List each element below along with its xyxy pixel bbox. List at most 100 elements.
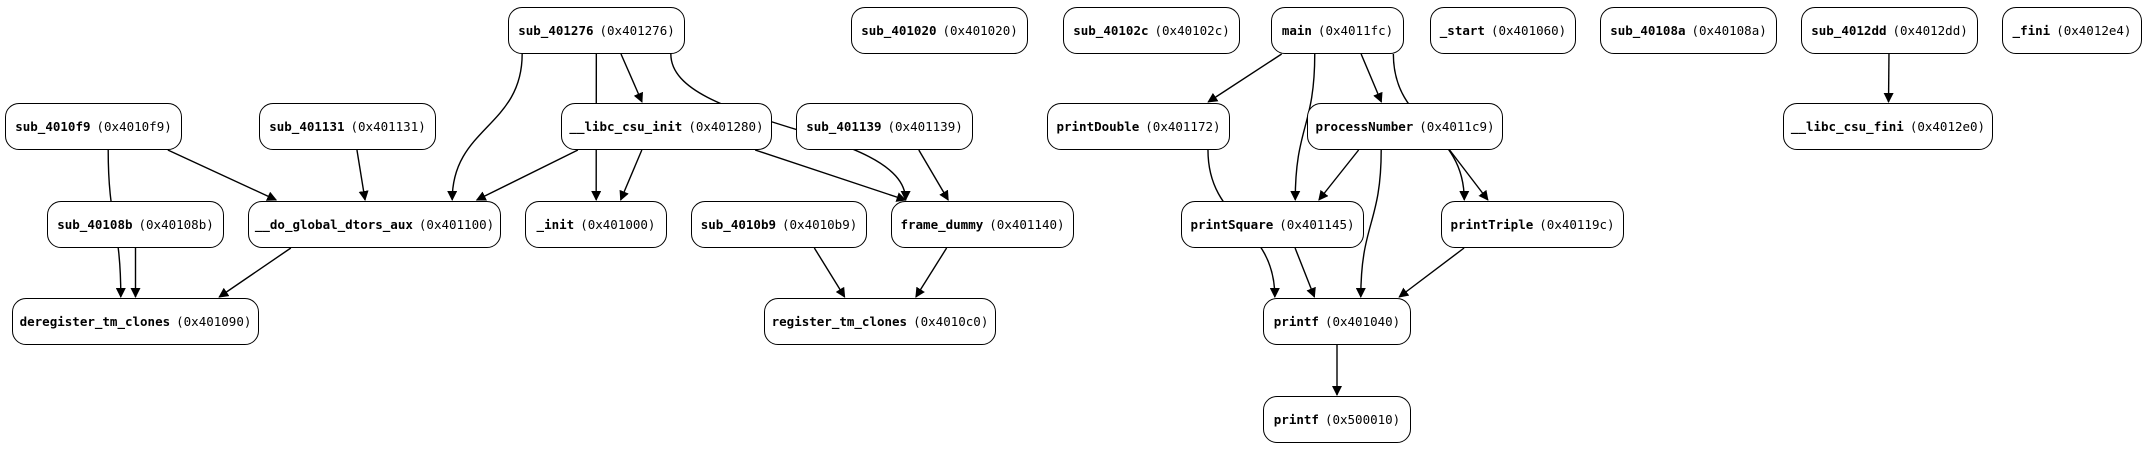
- edge-n_pnumber-to-n_psquare: [1318, 149, 1360, 201]
- node-sub-4012dd[interactable]: sub_4012dd (0x4012dd): [1801, 7, 1978, 54]
- node-printf-401040[interactable]: printf (0x401040): [1263, 298, 1411, 345]
- node-address: (0x401172): [1145, 119, 1221, 134]
- edge-n_pnumber-to-n_printf1: [1355, 149, 1382, 298]
- edge-n_main-to-n_pnumber: [1360, 53, 1383, 103]
- edge-n_psquare-to-n_printf1: [1294, 247, 1316, 298]
- node-name: frame_dummy: [900, 217, 984, 232]
- node-address: (0x40108b): [138, 217, 214, 232]
- node-sub-401131[interactable]: sub_401131 (0x401131): [259, 103, 436, 150]
- node-do-global-dtors-aux[interactable]: __do_global_dtors_aux (0x401100): [248, 201, 501, 248]
- node-sub-4010b9[interactable]: sub_4010b9 (0x4010b9): [691, 201, 867, 248]
- node-address: (0x500010): [1324, 412, 1401, 427]
- node-sub-401020[interactable]: sub_401020 (0x401020): [851, 7, 1028, 54]
- node-address: (0x4010b9): [782, 217, 858, 232]
- node-name: sub_401139: [806, 119, 882, 134]
- node-name: sub_4010f9: [15, 119, 91, 134]
- edge-n_fdummy-to-n_reg: [915, 247, 948, 298]
- node-name: sub_4012dd: [1811, 23, 1887, 38]
- node-address: (0x4010f9): [96, 119, 172, 134]
- node-sub-40108a[interactable]: sub_40108a (0x40108a): [1600, 7, 1777, 54]
- node-name: sub_401131: [269, 119, 345, 134]
- node-address: (0x401276): [599, 23, 675, 38]
- edge-n_pnumber-to-n_ptriple: [1449, 149, 1489, 201]
- node-address: (0x401131): [350, 119, 426, 134]
- node-address: (0x40108a): [1691, 23, 1767, 38]
- node-libc-csu-fini[interactable]: __libc_csu_fini (0x4012e0): [1783, 103, 1993, 150]
- edge-n_4010b9-to-n_reg: [813, 247, 846, 298]
- node-print-triple[interactable]: printTriple (0x40119c): [1441, 201, 1624, 248]
- node-address: (0x401140): [989, 217, 1065, 232]
- node-libc-csu-init[interactable]: __libc_csu_init (0x401280): [561, 103, 772, 150]
- node-start[interactable]: _start (0x401060): [1430, 7, 1576, 54]
- edge-n_401276-to-n_dtors: [447, 53, 523, 201]
- node-address: (0x401090): [176, 314, 252, 329]
- node-frame-dummy[interactable]: frame_dummy (0x401140): [891, 201, 1074, 248]
- edge-n_csuinit-to-n_fdummy: [754, 149, 907, 202]
- edge-n_main-to-n_psquare: [1290, 53, 1316, 201]
- node-address: (0x401100): [418, 217, 495, 232]
- node-main[interactable]: main (0x4011fc): [1271, 7, 1404, 54]
- edge-n_dtors-to-n_dereg: [218, 247, 292, 298]
- node-address: (0x40119c): [1539, 217, 1615, 232]
- node-name: printDouble: [1056, 119, 1140, 134]
- node-address: (0x4011c9): [1419, 119, 1495, 134]
- node-register-tm-clones[interactable]: register_tm_clones (0x4010c0): [764, 298, 996, 345]
- node-name: main: [1281, 23, 1312, 38]
- node-address: (0x401040): [1324, 314, 1401, 329]
- node-name: _init: [536, 217, 575, 232]
- node-name: __do_global_dtors_aux: [254, 217, 413, 232]
- node-name: register_tm_clones: [771, 314, 908, 329]
- node-address: (0x401145): [1279, 217, 1355, 232]
- node-name: sub_4010b9: [700, 217, 776, 232]
- node-print-double[interactable]: printDouble (0x401172): [1047, 103, 1230, 150]
- node-address: (0x401060): [1490, 23, 1567, 38]
- edge-n_csuinit-to-n_init: [619, 149, 643, 201]
- node-address: (0x4012e0): [1909, 119, 1986, 134]
- node-name: _fini: [2012, 23, 2051, 38]
- node-name: printf: [1273, 412, 1319, 427]
- node-init[interactable]: _init (0x401000): [525, 201, 667, 248]
- node-name: printf: [1273, 314, 1319, 329]
- edge-n_csuinit-to-n_dtors: [475, 149, 579, 201]
- node-name: sub_40108a: [1610, 23, 1686, 38]
- node-address: (0x4010c0): [913, 314, 989, 329]
- node-name: __libc_csu_fini: [1790, 119, 1904, 134]
- node-address: (0x40102c): [1154, 23, 1230, 38]
- node-name: _start: [1439, 23, 1485, 38]
- edge-n_main-to-n_pdouble: [1207, 53, 1283, 103]
- node-address: (0x401020): [942, 23, 1018, 38]
- node-deregister-tm-clones[interactable]: deregister_tm_clones (0x401090): [12, 298, 259, 345]
- node-process-number[interactable]: processNumber (0x4011c9): [1307, 103, 1503, 150]
- edge-n_401131-to-n_dtors: [356, 149, 369, 201]
- node-address: (0x401000): [580, 217, 656, 232]
- node-printf-500010[interactable]: printf (0x500010): [1263, 396, 1411, 443]
- node-name: sub_40108b: [57, 217, 133, 232]
- node-sub-401276[interactable]: sub_401276 (0x401276): [508, 7, 685, 54]
- node-fini[interactable]: _fini (0x4012e4): [2002, 7, 2142, 54]
- node-print-square[interactable]: printSquare (0x401145): [1181, 201, 1364, 248]
- edge-n_401276-to-n_fdummy: [670, 53, 911, 201]
- node-sub-4010f9[interactable]: sub_4010f9 (0x4010f9): [5, 103, 182, 150]
- edge-n_401276-to-n_csuinit: [620, 53, 643, 103]
- edge-n_ptriple-to-n_printf1: [1398, 247, 1465, 298]
- node-sub-401139[interactable]: sub_401139 (0x401139): [796, 103, 973, 150]
- node-name: printTriple: [1450, 217, 1534, 232]
- edge-n_4010f9-to-n_dtors: [167, 149, 278, 201]
- node-name: printSquare: [1190, 217, 1274, 232]
- node-sub-40102c[interactable]: sub_40102c (0x40102c): [1063, 7, 1240, 54]
- node-name: sub_40102c: [1073, 23, 1149, 38]
- edge-n_401139-to-n_fdummy: [918, 149, 949, 201]
- node-address: (0x4012e4): [2056, 23, 2132, 38]
- node-name: sub_401276: [518, 23, 594, 38]
- node-name: __libc_csu_init: [569, 119, 683, 134]
- node-address: (0x401280): [688, 119, 764, 134]
- node-name: deregister_tm_clones: [19, 314, 171, 329]
- node-address: (0x4011fc): [1317, 23, 1394, 38]
- node-name: sub_401020: [861, 23, 937, 38]
- node-name: processNumber: [1315, 119, 1414, 134]
- node-address: (0x401139): [887, 119, 963, 134]
- node-sub-40108b[interactable]: sub_40108b (0x40108b): [47, 201, 224, 248]
- node-address: (0x4012dd): [1892, 23, 1968, 38]
